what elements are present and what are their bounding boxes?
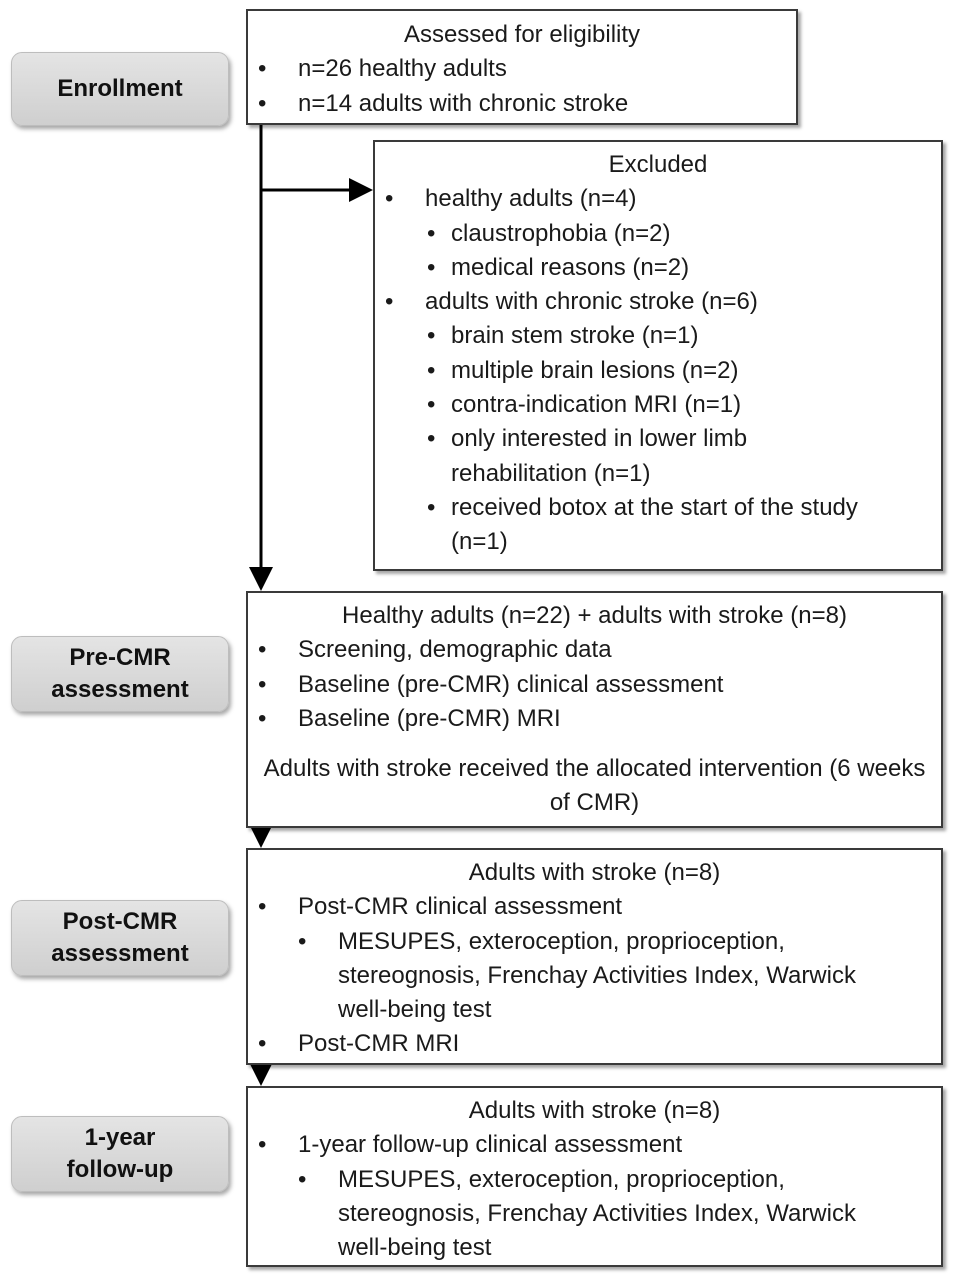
excluded-stroke: adults with chronic stroke (n=6) [375,285,941,320]
stage-followup-label: 1-year follow-up [66,1124,174,1183]
excluded-reason: contra-indication MRI (n=1) [375,388,941,423]
excluded-reason: brain stem stroke (n=1) [375,319,941,354]
post-cmr-box: Adults with stroke (n=8) Post-CMR clinic… [246,848,943,1065]
pre-cmr-title: Healthy adults (n=22) + adults with stro… [342,602,847,629]
eligibility-box: Assessed for eligibility n=26 healthy ad… [246,9,798,125]
stage-enrollment-label: Enrollment [57,75,183,102]
excluded-reason: only interested in lower limb rehabilita… [375,422,941,491]
excluded-title: Excluded [608,151,708,178]
post-cmr-title: Adults with stroke (n=8) [468,859,721,886]
pre-cmr-item: Baseline (pre-CMR) clinical assessment [248,668,941,703]
post-cmr-item: Post-CMR clinical assessment [248,890,941,925]
excluded-reason: received botox at the start of the study… [375,491,941,560]
stage-pre-cmr: Pre-CMR assessment [11,636,229,712]
stage-enrollment: Enrollment [11,52,229,126]
post-cmr-subitem: MESUPES, exteroception, proprioception, … [248,925,941,1028]
eligibility-item: n=14 adults with chronic stroke [248,87,796,122]
followup-item: 1-year follow-up clinical assessment [248,1128,941,1163]
eligibility-item: n=26 healthy adults [248,52,796,87]
eligibility-title: Assessed for eligibility [403,21,641,48]
excluded-reason: medical reasons (n=2) [375,251,941,286]
post-cmr-item: Post-CMR MRI [248,1027,941,1062]
stage-followup: 1-year follow-up [11,1116,229,1192]
pre-cmr-item: Screening, demographic data [248,633,941,668]
followup-title: Adults with stroke (n=8) [468,1097,721,1124]
stage-pre-cmr-label: Pre-CMR assessment [51,644,189,703]
excluded-box: Excluded healthy adults (n=4) claustroph… [373,140,943,571]
pre-cmr-box: Healthy adults (n=22) + adults with stro… [246,591,943,828]
excluded-reason: multiple brain lesions (n=2) [375,354,941,389]
followup-box: Adults with stroke (n=8) 1-year follow-u… [246,1086,943,1267]
stage-post-cmr-label: Post-CMR assessment [51,908,189,967]
pre-cmr-item: Baseline (pre-CMR) MRI [248,702,941,737]
followup-subitem: MESUPES, exteroception, proprioception, … [248,1163,941,1266]
excluded-healthy: healthy adults (n=4) [375,182,941,217]
excluded-reason: claustrophobia (n=2) [375,217,941,252]
pre-cmr-note: Adults with stroke received the allocate… [263,755,926,817]
stage-post-cmr: Post-CMR assessment [11,900,229,976]
